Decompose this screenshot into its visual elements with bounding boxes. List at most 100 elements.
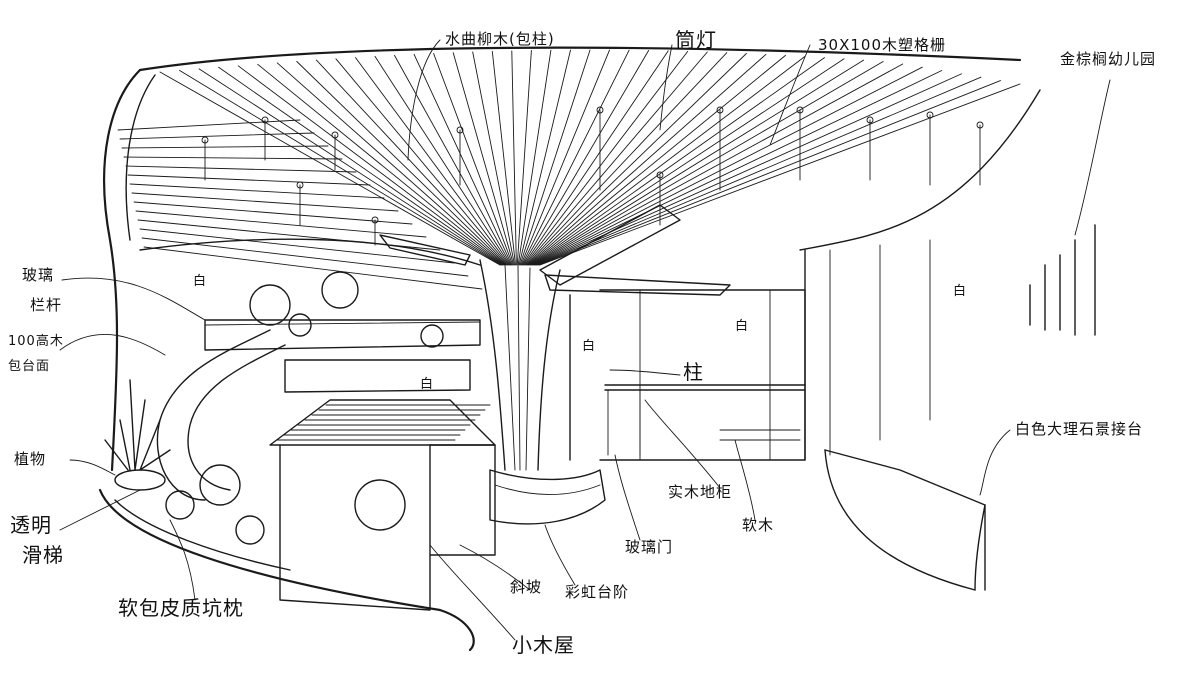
wooden-house-side <box>429 444 496 556</box>
ceiling-slat <box>535 70 943 266</box>
rainbow-step-line <box>494 484 601 495</box>
label-wood-1: 100高木 <box>8 334 64 349</box>
label-white-4: 白 <box>953 284 968 299</box>
ceiling-slat <box>528 54 786 266</box>
ceiling-slat <box>135 210 427 238</box>
label-column: 柱 <box>683 360 704 384</box>
ceiling-panel-center <box>544 274 731 296</box>
ceiling-slat <box>524 50 689 266</box>
ceiling-slat <box>529 55 806 266</box>
ceiling-slat <box>522 50 650 266</box>
ceiling-slat <box>413 53 513 266</box>
ceiling-slat <box>296 61 507 266</box>
porthole-4 <box>420 324 444 348</box>
ceiling-slat <box>143 246 483 290</box>
label-cushion: 软包皮质坑枕 <box>118 596 244 620</box>
ceiling-slat <box>526 53 747 266</box>
label-glass-door: 玻璃门 <box>625 538 674 556</box>
ceiling-slat <box>525 52 728 266</box>
central-column-right <box>537 269 561 471</box>
ceiling-panel-right <box>539 204 681 286</box>
ceiling-left-curve-2 <box>125 74 156 241</box>
ceiling-slat <box>516 50 532 266</box>
label-house: 小木屋 <box>512 633 575 657</box>
leader-lines <box>59 39 1111 641</box>
label-reception: 白色大理石景接台 <box>1015 420 1144 438</box>
mid-platform <box>284 359 471 393</box>
ceiling-slat <box>527 53 767 266</box>
ceiling-slat <box>533 61 884 266</box>
soft-cushion-base <box>98 488 475 652</box>
porthole-3 <box>288 313 312 337</box>
ceiling-slat <box>525 51 708 266</box>
ceiling-slat <box>530 57 825 266</box>
reception-desk-front <box>824 449 976 591</box>
label-wood-2: 包台面 <box>8 359 51 374</box>
cushion-pillow-1 <box>199 464 241 506</box>
wooden-house-roof <box>269 399 496 446</box>
pendant-light <box>866 116 874 124</box>
ceiling-top-edge <box>138 46 1022 72</box>
ceiling-slat <box>127 174 371 186</box>
label-soft-wood: 软木 <box>742 516 775 534</box>
ceiling-right-lower-edge <box>799 89 1041 251</box>
ceiling-slat <box>534 63 904 266</box>
pendant-light <box>596 106 604 114</box>
cushion-pillow-2 <box>235 515 265 545</box>
ceiling-slat <box>133 201 413 225</box>
label-white-1: 白 <box>193 274 208 289</box>
ceiling-slats <box>117 49 1021 290</box>
ceiling-slat <box>355 57 510 266</box>
ceiling-slat <box>539 83 1021 266</box>
ceiling-slat <box>520 49 610 266</box>
pendant-light <box>976 121 984 129</box>
pendant-light <box>201 136 209 144</box>
ceiling-slat <box>517 49 552 266</box>
porthole-2 <box>321 271 359 309</box>
ceiling-slat <box>139 228 455 264</box>
transparent-slide <box>156 329 271 501</box>
ceiling-slat <box>141 237 469 277</box>
ceiling-slat <box>119 132 315 140</box>
central-column-inner-3 <box>517 265 521 471</box>
wooden-house-window <box>354 479 406 531</box>
upper-deck-rail <box>204 321 481 326</box>
ceiling-slat <box>519 49 591 266</box>
ceiling-left-curve <box>103 68 142 472</box>
ceiling-slat <box>218 66 504 266</box>
ceiling-slat <box>159 71 501 266</box>
ceiling-slat <box>538 80 1001 266</box>
pendant-light <box>261 116 269 124</box>
label-school: 金棕榈幼儿园 <box>1060 50 1157 68</box>
label-steps: 彩虹台阶 <box>565 583 630 601</box>
label-gezha: 30X100木塑格栅 <box>818 36 946 54</box>
ceiling-slat <box>531 58 845 266</box>
ceiling-slat <box>523 50 669 266</box>
ceiling-slat <box>537 76 982 266</box>
cushion-pillow-3 <box>165 490 195 520</box>
ceiling-slat <box>491 50 516 266</box>
pendant-light <box>331 131 339 139</box>
pendant-light <box>371 216 379 224</box>
plant-leaves <box>104 379 171 471</box>
pendant-light <box>796 106 804 114</box>
ceiling-lower-edge <box>139 238 481 266</box>
pendant-light <box>716 106 724 114</box>
wooden-house-body <box>279 444 431 611</box>
rainbow-steps <box>489 469 606 525</box>
school-logo-panels <box>1029 224 1096 336</box>
ceiling-slat <box>125 165 357 173</box>
label-slide-1: 透明 <box>10 513 52 537</box>
wooden-house-roof-stripes <box>276 404 491 441</box>
label-white-2: 白 <box>582 339 597 354</box>
label-slide-2: 滑梯 <box>22 543 64 567</box>
ceiling-slat <box>237 65 505 266</box>
pendant-lights <box>201 106 984 246</box>
porthole-1 <box>249 284 291 326</box>
ceiling-slat <box>535 66 923 266</box>
ceiling-slat <box>518 49 571 266</box>
ceiling-slat <box>131 192 399 212</box>
ceiling-slat <box>198 68 503 266</box>
pendant-light <box>926 111 934 119</box>
central-column-left <box>479 259 506 471</box>
